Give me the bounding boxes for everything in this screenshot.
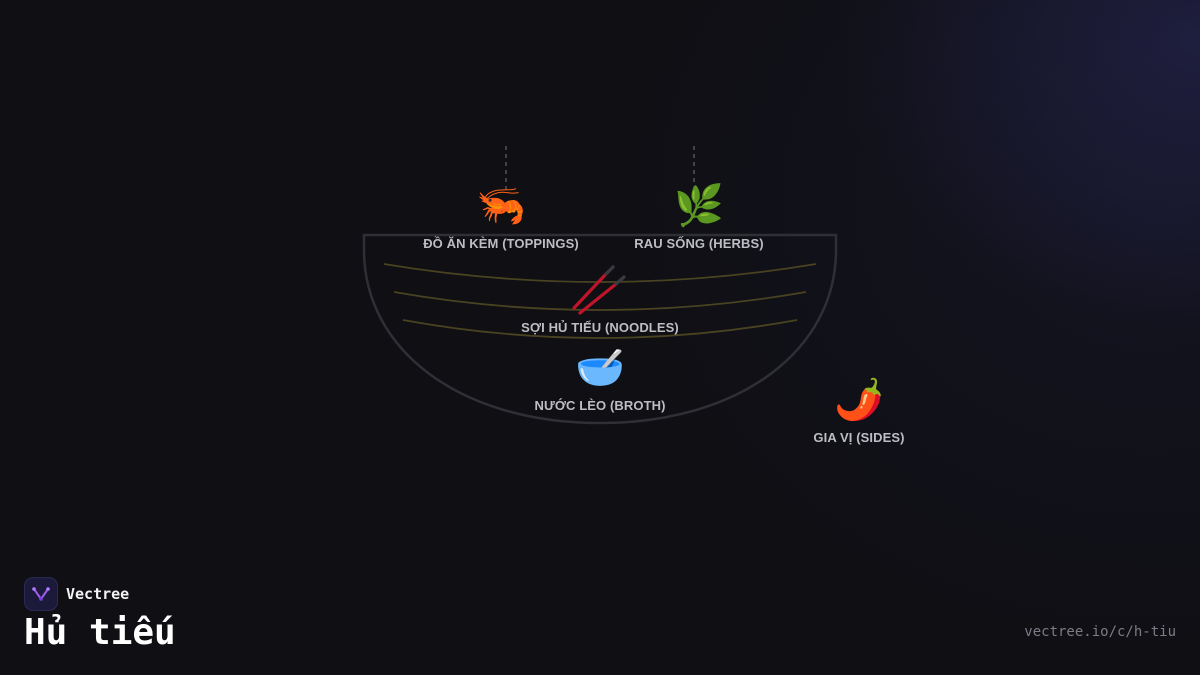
node-label: SỢI HỦ TIẾU (NOODLES) [521,320,679,335]
node-broth: 🥣 NƯỚC LÈO (BROTH) [534,344,665,413]
node-noodles: SỢI HỦ TIẾU (NOODLES) [521,320,679,335]
noodle-line [393,291,807,311]
chopsticks-icon [570,262,630,318]
shrimp-icon: 🦐 [476,183,526,229]
chili-pepper-icon: 🌶️ [834,377,884,423]
herb-icon: 🌿 [674,183,724,229]
brand-name: Vectree [66,585,130,603]
node-label: NƯỚC LÈO (BROTH) [534,398,666,413]
node-herbs: 🌿 RAU SỐNG (HERBS) [634,182,763,251]
node-label: GIA VỊ (SIDES) [813,430,905,445]
bowl-outline [362,233,838,425]
vectree-logo-icon [24,577,58,611]
noodle-line [402,319,798,339]
bowl-icon: 🥣 [575,345,625,391]
node-sides: 🌶️ GIA VỊ (SIDES) [813,376,904,445]
node-label: RAU SỐNG (HERBS) [634,236,764,251]
brand[interactable]: Vectree [24,577,129,611]
node-toppings: 🦐 ĐỒ ĂN KÈM (TOPPINGS) [423,182,579,251]
page-title: Hủ tiếu [24,612,176,653]
node-label: ĐỒ ĂN KÈM (TOPPINGS) [423,236,579,251]
page-url[interactable]: vectree.io/c/h-tiu [1024,624,1176,640]
